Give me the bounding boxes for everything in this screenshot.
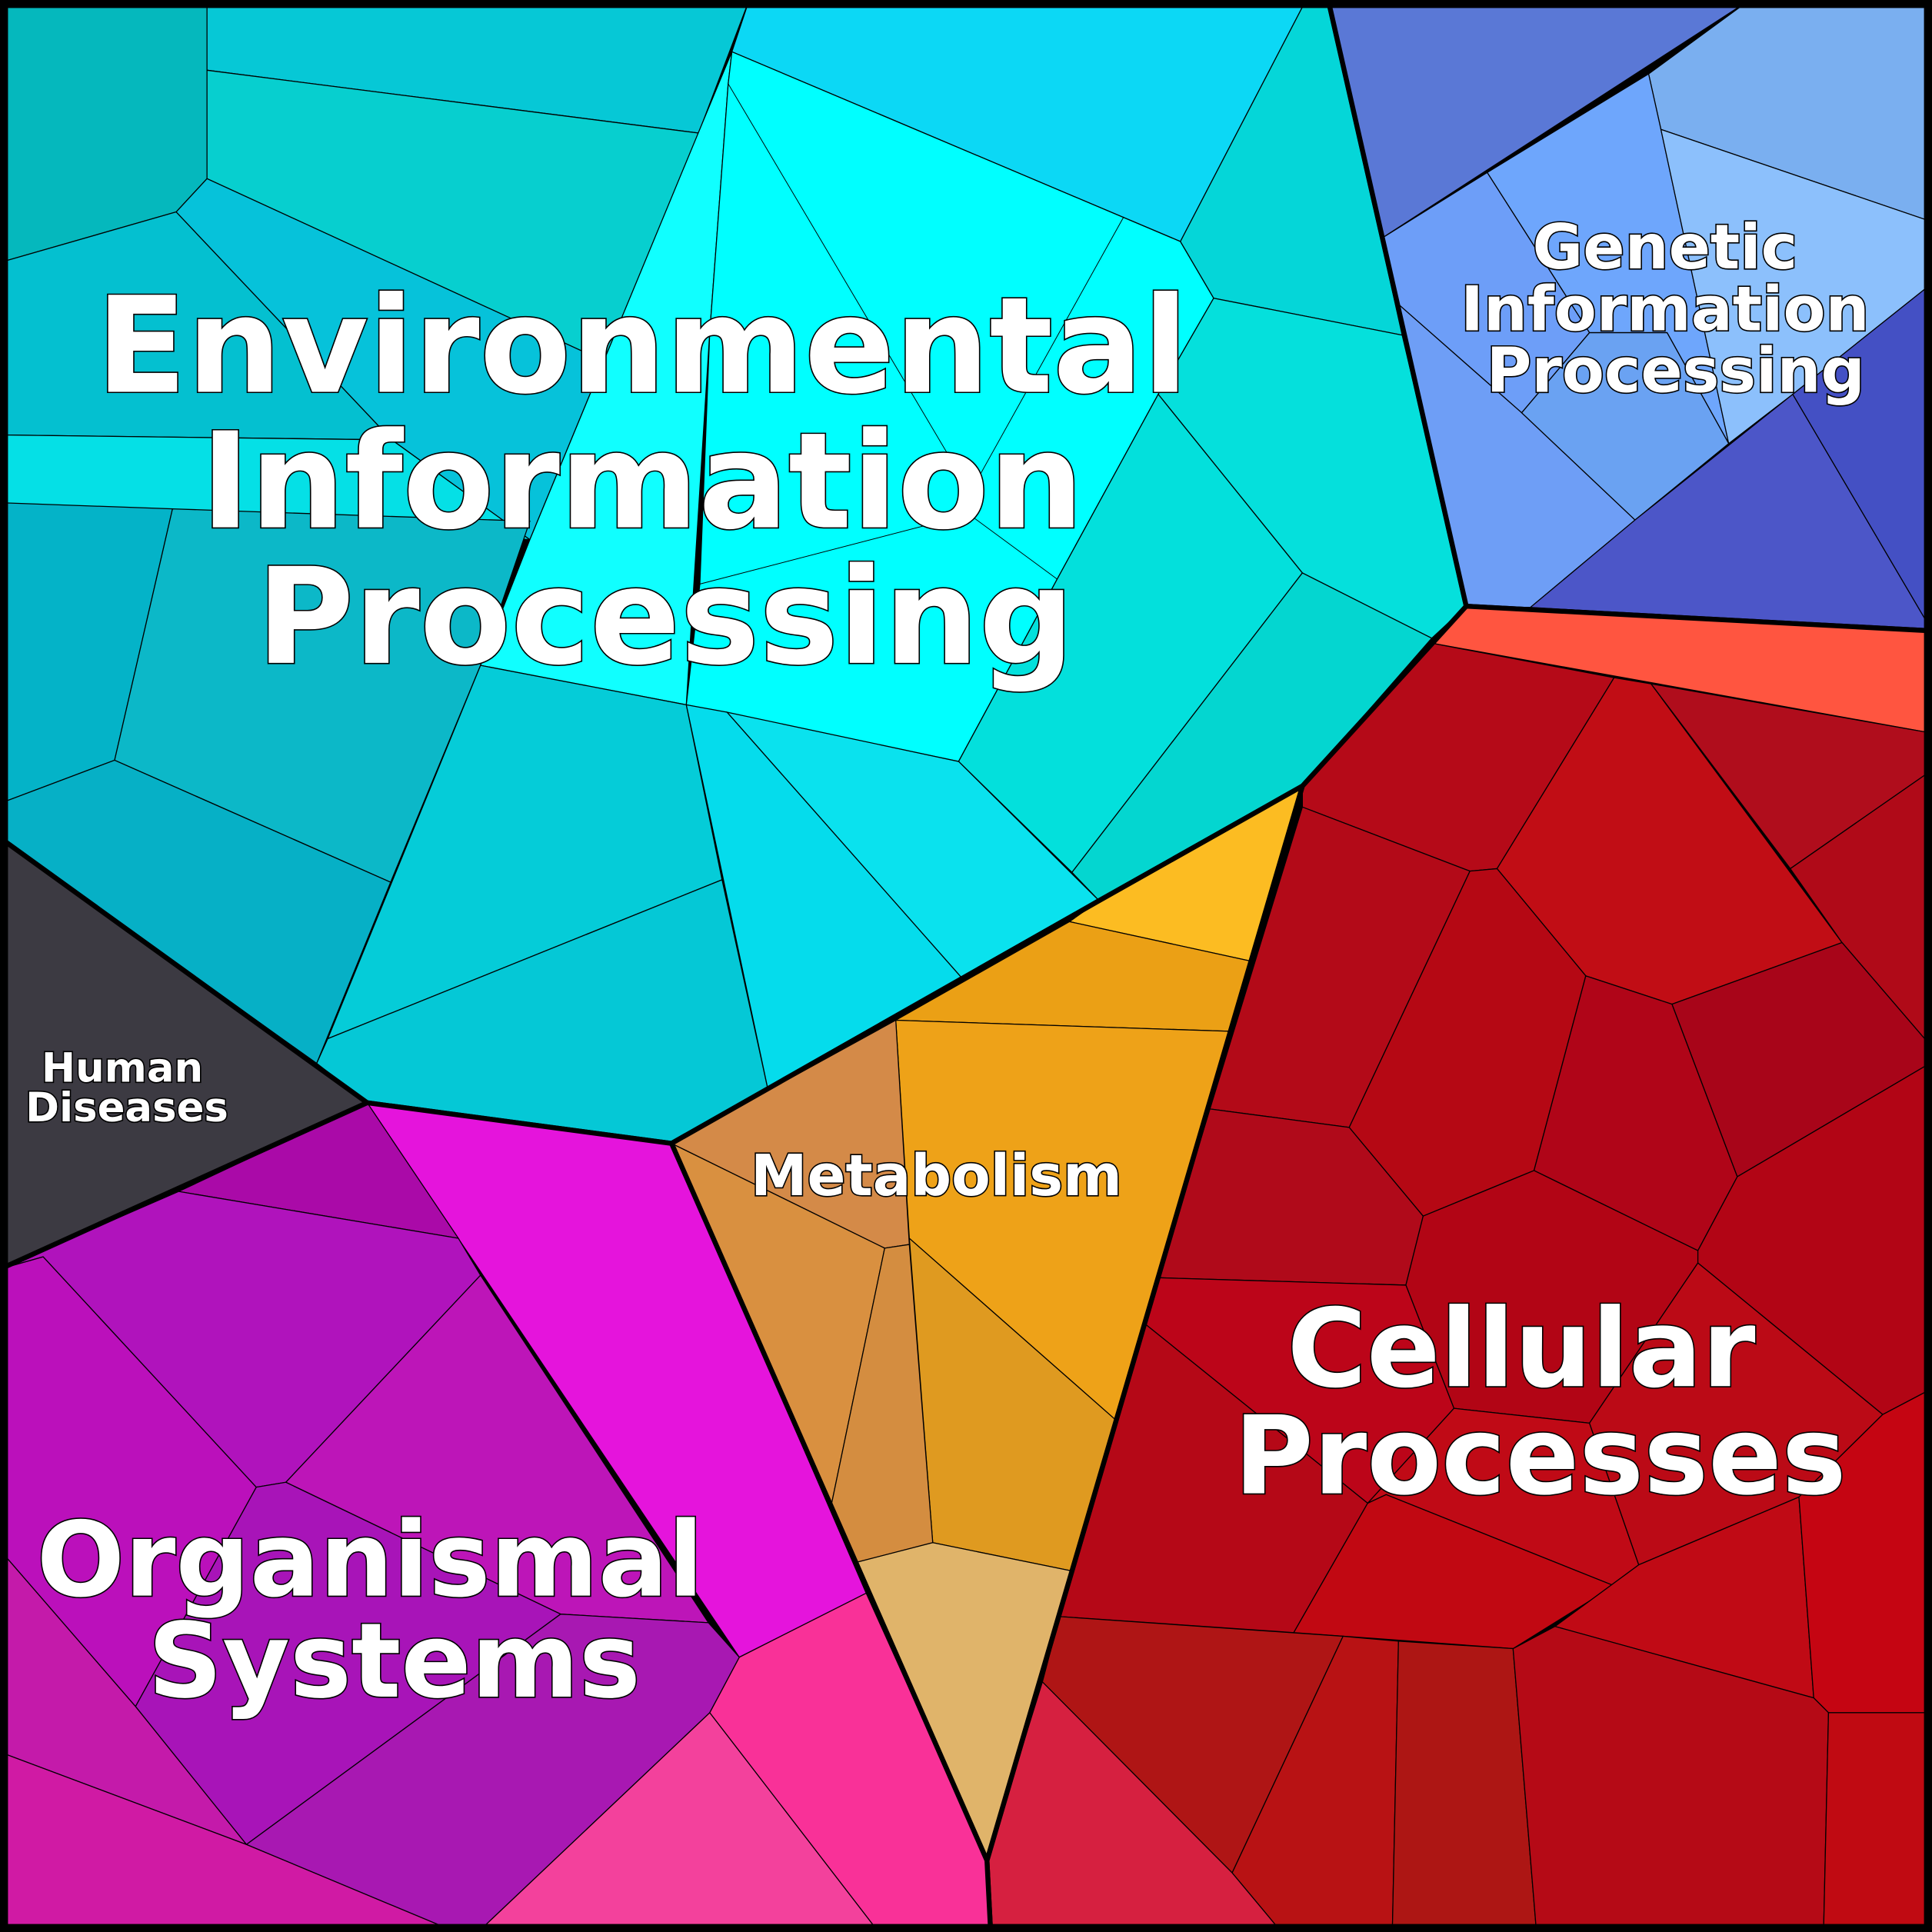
- cell-edge: [699, 216, 1124, 585]
- region-border: [1325, 0, 1932, 634]
- region-organismal-systems: [0, 1100, 994, 1932]
- cell: [1792, 282, 1932, 632]
- label-cellular-processes: Cellular Processes: [1234, 1286, 1846, 1519]
- label-metabolism: Metabolism: [751, 1144, 1122, 1209]
- cell: [1650, 683, 1932, 870]
- region-border: [0, 1100, 994, 1932]
- cell: [114, 508, 531, 883]
- cell: [1671, 941, 1932, 1178]
- cell: [1391, 1641, 1537, 1932]
- label-human-diseases: Human Diseases: [25, 1045, 228, 1131]
- cell: [0, 1751, 457, 1932]
- labels: Environmental Information Processing Gen…: [25, 211, 1890, 1723]
- cell-edge: [728, 83, 1058, 580]
- cell: [0, 759, 391, 1064]
- cell: [1529, 393, 1932, 631]
- label-genetic-information-processing: Genetic Information Processing: [1461, 212, 1890, 406]
- region-genetic-information-processing: [1325, 0, 1932, 634]
- label-organismal-systems: Organismal Systems: [37, 1500, 740, 1721]
- region-cellular-processes: [984, 604, 1932, 1932]
- cell: [1293, 1494, 1616, 1650]
- cell: [1789, 769, 1932, 1048]
- label-environmental-information-processing: Environmental Information Processing: [96, 268, 1235, 694]
- region-metabolism: [668, 783, 1305, 1864]
- cell: [1521, 331, 1730, 521]
- cell: [1823, 1712, 1932, 1932]
- cell: [1231, 1635, 1399, 1932]
- cell: [958, 393, 1304, 874]
- region-environmental-information-processing: [0, 0, 1469, 1146]
